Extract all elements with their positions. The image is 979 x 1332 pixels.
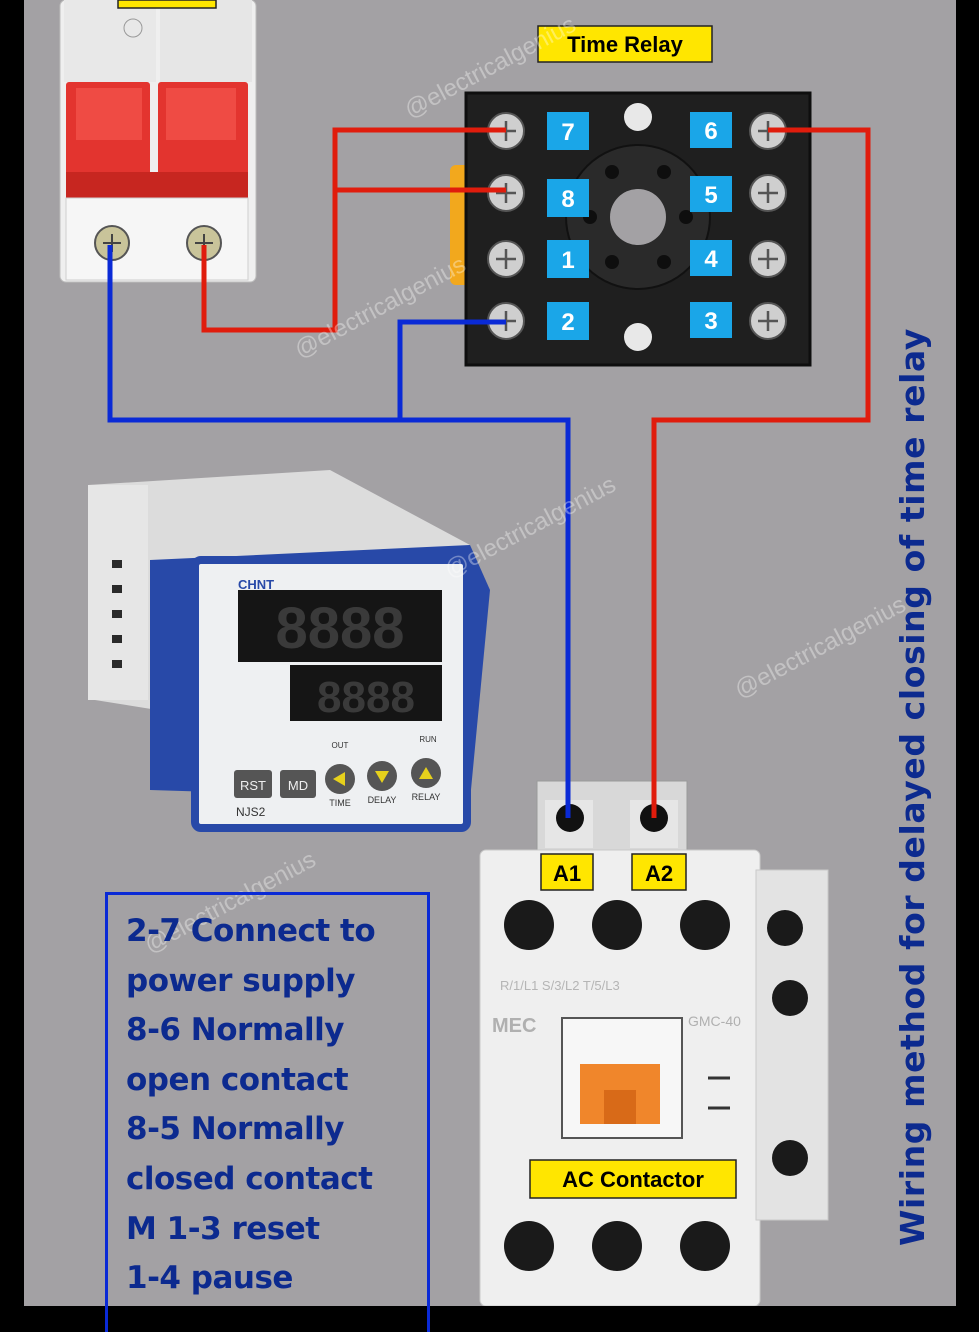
note-line: 1-4 pause	[126, 1260, 293, 1297]
terminal-6-tag	[690, 112, 732, 148]
timer-brand: CHNT	[238, 577, 274, 592]
terminal-2-label: 2	[561, 309, 574, 336]
terminal-1-label: 1	[561, 247, 574, 274]
contactor-labels: A1 A2 AC Contactor	[529, 853, 737, 1199]
terminal-1-tag	[547, 240, 589, 278]
note-line: open contact	[126, 1061, 349, 1098]
page-title: Wiring method for delayed closing of tim…	[893, 328, 932, 1246]
note-line: 2-7 Connect to	[126, 913, 376, 949]
time-relay-label-text: Time Relay	[567, 32, 684, 57]
notes-box: 2-7 Connect to power supply 8-6 Normally…	[105, 892, 430, 1332]
timer-md-button[interactable]: MD	[288, 778, 308, 793]
red-wire-power	[201, 127, 506, 333]
timer-delay-label: DELAY	[368, 795, 397, 805]
blue-wire-terminal-2	[397, 319, 506, 420]
contactor-model: GMC-40	[688, 1013, 741, 1029]
contactor-top-terminals: R/1/L1 S/3/L2 T/5/L3	[500, 978, 620, 993]
timer-display-top: 8888	[275, 596, 404, 661]
terminal-2-tag	[547, 302, 589, 340]
terminal-4-label: 4	[704, 246, 718, 273]
terminal-6-label: 6	[704, 118, 717, 145]
circuit-breaker	[59, 0, 257, 283]
timer-display-bottom: 8888	[317, 673, 415, 722]
terminal-4-tag	[690, 240, 732, 276]
note-line: 8-6 Normally	[126, 1012, 345, 1049]
timer-out-led: OUT	[332, 741, 349, 750]
terminal-3-tag	[690, 302, 732, 338]
note-line: 8-5 Normally	[126, 1111, 345, 1148]
blue-wire-a1	[107, 245, 571, 818]
timer-device: 8888 8888 CHNT RST MD NJS2 TIME DELAY RE…	[88, 470, 490, 832]
a1-label: A1	[553, 861, 581, 886]
timer-model: NJS2	[236, 805, 266, 819]
terminal-7-label: 7	[561, 119, 574, 146]
terminal-3-label: 3	[704, 308, 717, 335]
red-wire-a2	[651, 127, 871, 818]
timer-relay-label: RELAY	[412, 792, 441, 802]
terminal-5-label: 5	[704, 182, 717, 209]
timer-rst-button[interactable]: RST	[240, 778, 266, 793]
note-line: power supply	[126, 962, 355, 999]
terminal-8-label: 8	[561, 186, 574, 213]
timer-time-label: TIME	[329, 798, 351, 808]
note-line: closed contact	[126, 1160, 373, 1197]
time-relay-label: Time Relay	[537, 25, 713, 63]
relay-terminal-tags: 7 8 1 2 6 5 4 3	[547, 112, 732, 340]
wires	[107, 127, 871, 818]
contactor-brand: MEC	[492, 1015, 536, 1037]
note-line: M 1-3 reset	[126, 1210, 320, 1247]
timer-run-led: RUN	[419, 735, 437, 744]
terminal-8-tag	[547, 179, 589, 217]
a2-label: A2	[645, 861, 673, 886]
ac-contactor-label: AC Contactor	[562, 1167, 704, 1192]
terminal-5-tag	[690, 176, 732, 212]
terminal-7-tag	[547, 112, 589, 150]
